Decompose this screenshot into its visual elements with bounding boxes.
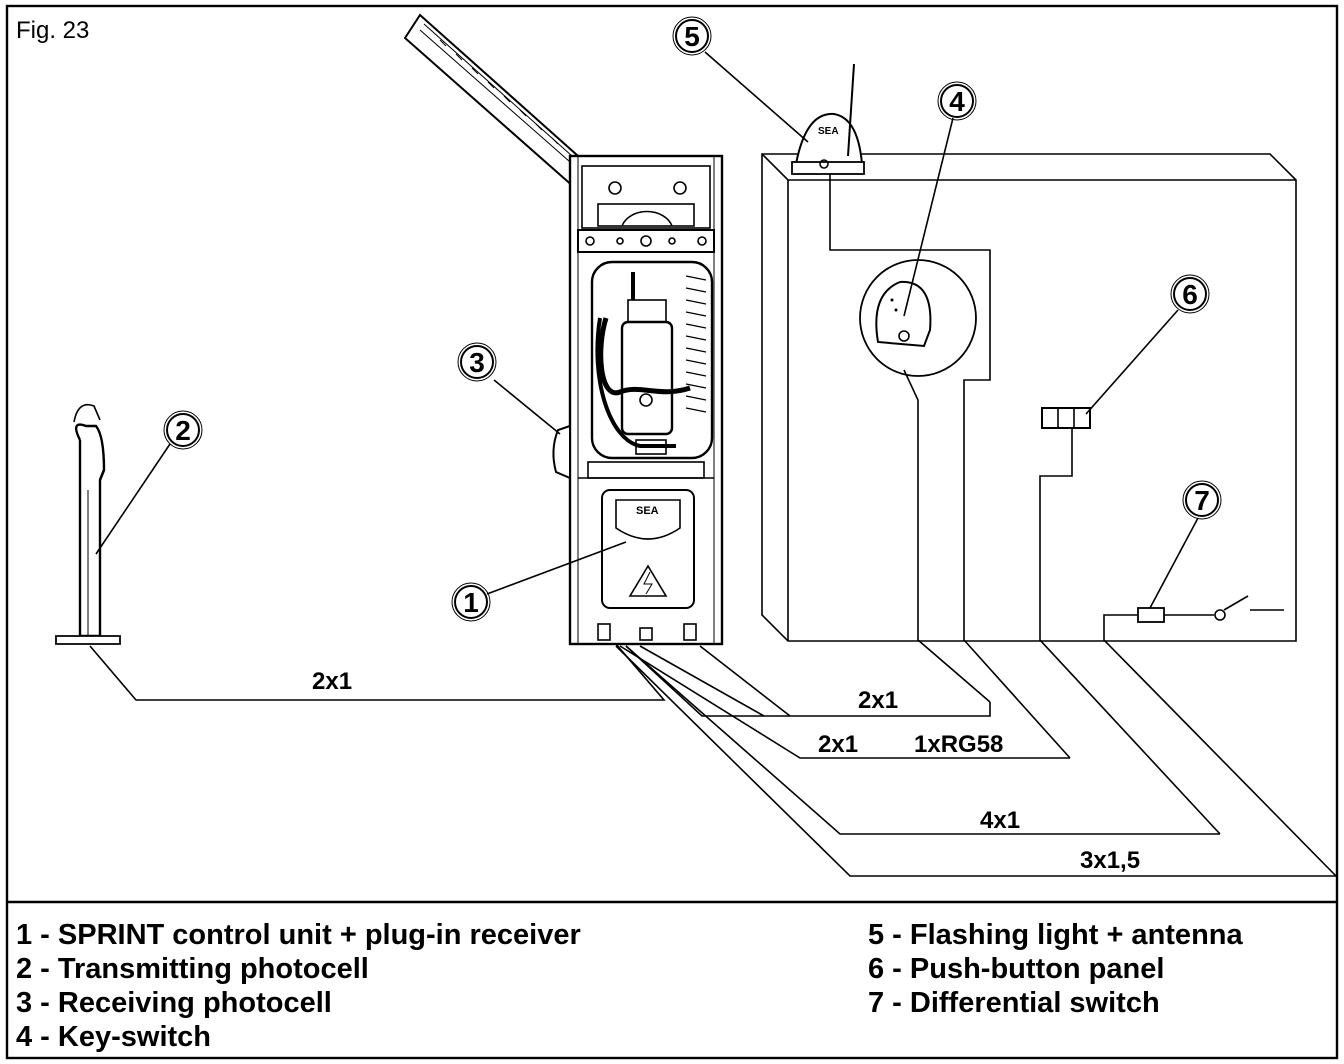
callout-1: 1 bbox=[451, 582, 491, 622]
legend-item-6: 6 - Push-button panel bbox=[868, 953, 1164, 985]
callout-4: 4 bbox=[937, 81, 977, 121]
antenna bbox=[847, 63, 855, 157]
svg-text:7: 7 bbox=[1194, 485, 1210, 516]
key-switch bbox=[859, 259, 977, 377]
legend-item-1: 1 - SPRINT control unit + plug-in receiv… bbox=[16, 919, 581, 951]
legend: 1 - SPRINT control unit + plug-in receiv… bbox=[16, 919, 1243, 1053]
legend-item-4: 4 - Key-switch bbox=[16, 1021, 211, 1053]
legend-item-5: 5 - Flashing light + antenna bbox=[868, 919, 1243, 951]
cable-label-power: 3x1,5 bbox=[1080, 847, 1140, 874]
callout-leaders bbox=[95, 51, 1199, 609]
callout-7: 7 bbox=[1182, 480, 1222, 520]
flashing-light: SEA bbox=[791, 63, 865, 175]
control-unit-brand: SEA bbox=[636, 505, 659, 517]
flashing-light-brand: SEA bbox=[818, 126, 839, 137]
cable-runs bbox=[89, 174, 1337, 877]
push-button-panel bbox=[1041, 407, 1091, 429]
receiving-photocell bbox=[552, 424, 571, 480]
cable-label-photocell: 2x1 bbox=[312, 668, 352, 695]
svg-text:3: 3 bbox=[469, 347, 485, 378]
figure-frame bbox=[5, 4, 1339, 1060]
svg-text:6: 6 bbox=[1182, 279, 1198, 310]
svg-text:5: 5 bbox=[684, 21, 700, 52]
control-unit bbox=[601, 489, 695, 609]
svg-text:4: 4 bbox=[949, 86, 965, 117]
cable-label-photocell-rx: 2x1 bbox=[818, 731, 858, 758]
legend-item-7: 7 - Differential switch bbox=[868, 987, 1160, 1019]
figure-label: Fig. 23 bbox=[16, 17, 89, 44]
legend-item-3: 3 - Receiving photocell bbox=[16, 987, 332, 1019]
svg-text:1: 1 bbox=[463, 587, 479, 618]
cable-label-flash: 2x1 bbox=[858, 687, 898, 714]
differential-switch bbox=[1137, 595, 1284, 623]
wall bbox=[761, 153, 1297, 642]
barrier-arm bbox=[403, 13, 598, 190]
legend-item-2: 2 - Transmitting photocell bbox=[16, 953, 369, 985]
barrier-cabinet: SEA bbox=[568, 154, 724, 646]
callout-3: 3 bbox=[457, 342, 497, 382]
cable-label-antenna: 1xRG58 bbox=[914, 731, 1003, 758]
transmitting-photocell-post bbox=[55, 403, 121, 645]
callout-5: 5 bbox=[672, 16, 712, 56]
callout-2: 2 bbox=[163, 410, 203, 450]
callout-6: 6 bbox=[1170, 274, 1210, 314]
svg-text:2: 2 bbox=[175, 415, 191, 446]
cable-label-buttons: 4x1 bbox=[980, 807, 1020, 834]
